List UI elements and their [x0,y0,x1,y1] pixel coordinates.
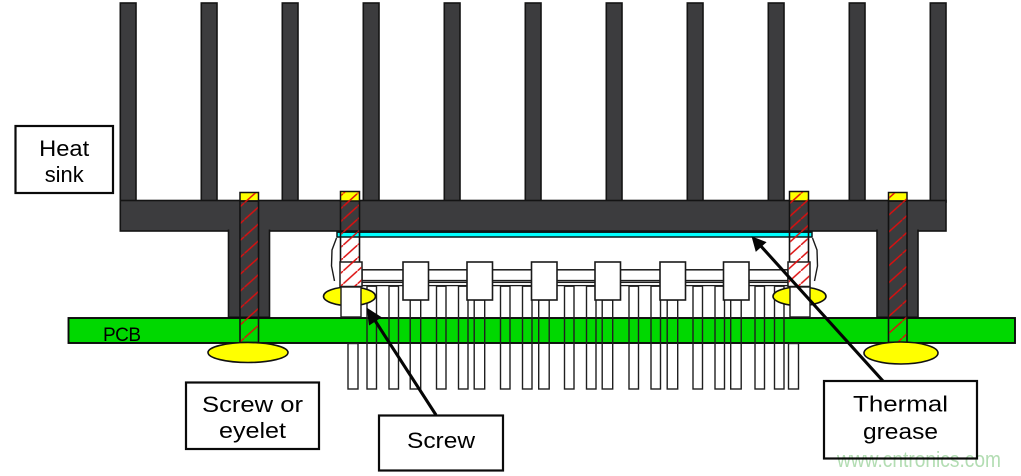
svg-text:www.cntronics.com: www.cntronics.com [836,447,1001,472]
svg-text:Screw or: Screw or [202,392,303,417]
svg-text:Heat: Heat [39,136,89,161]
svg-text:PCB: PCB [103,325,141,346]
svg-text:sink: sink [45,162,85,187]
svg-text:eyelet: eyelet [219,418,286,443]
svg-text:Screw: Screw [407,428,475,453]
svg-text:Thermal: Thermal [853,392,948,417]
svg-text:grease: grease [863,419,938,444]
